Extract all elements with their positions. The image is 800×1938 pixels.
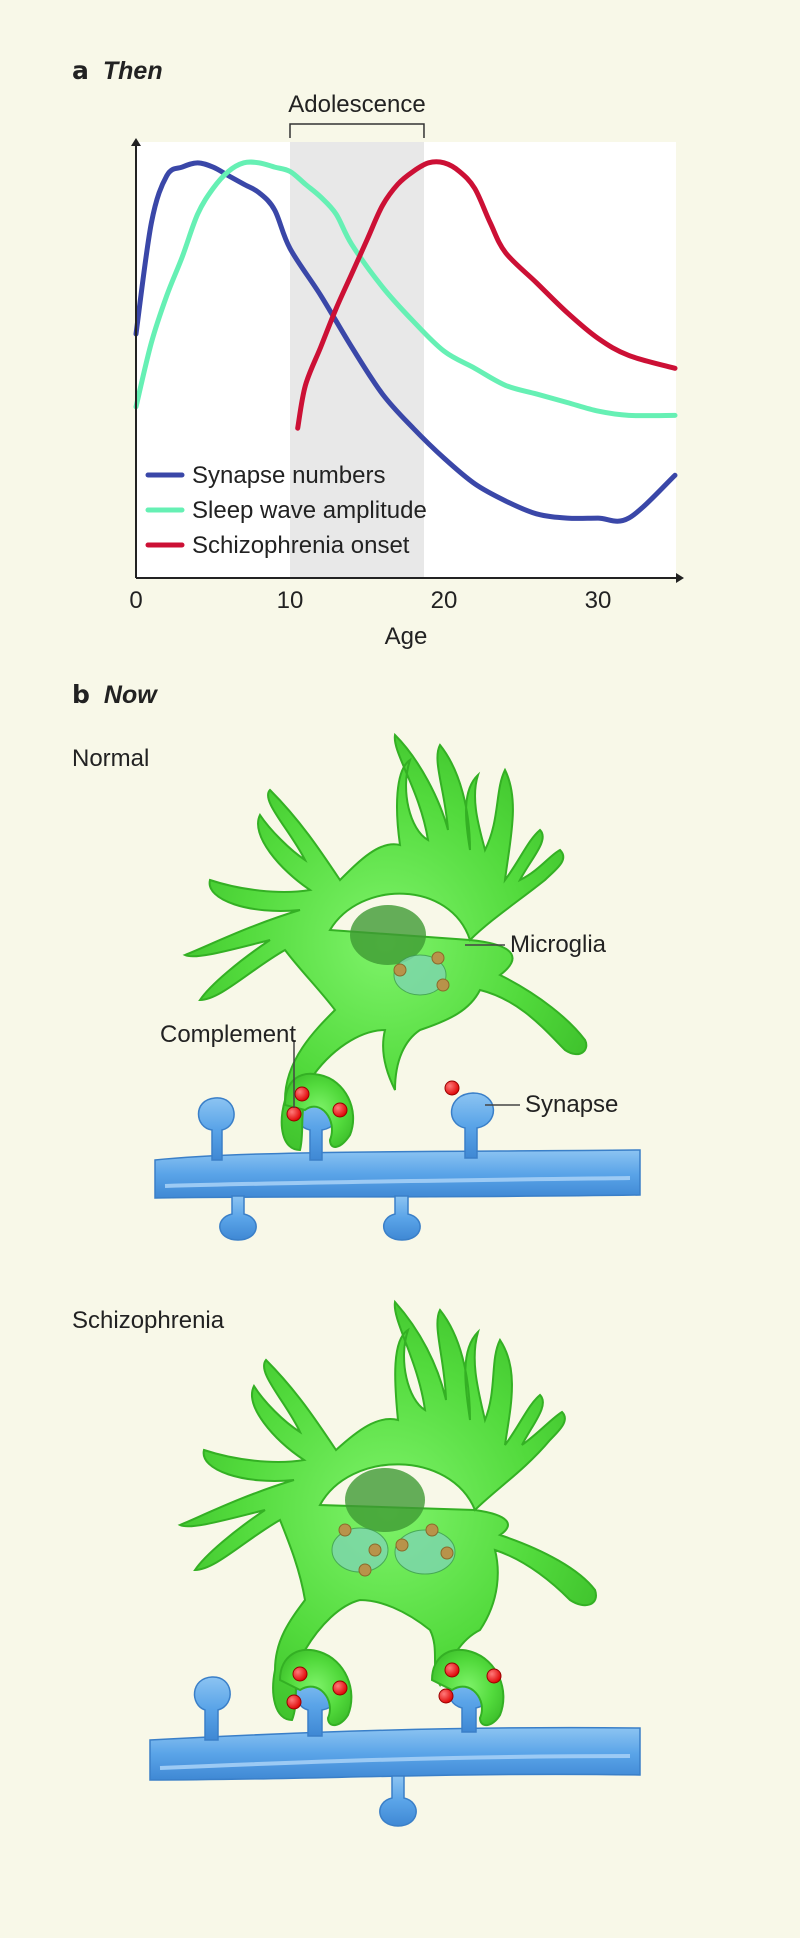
panel-letter: b — [72, 680, 90, 709]
synapse-annotation: Synapse — [525, 1091, 618, 1118]
series-line-1 — [133, 159, 678, 419]
legend-label: Schizophrenia onset — [192, 532, 410, 559]
engulfed-particles — [338, 1523, 454, 1577]
dendritic-spine — [383, 1195, 421, 1241]
engulfed-particles — [393, 951, 450, 992]
panel-title: Now — [103, 681, 157, 709]
panel-a-label: a Then — [72, 56, 163, 86]
dendritic-spine — [197, 1097, 235, 1161]
dendritic-spine — [450, 1092, 495, 1159]
annotations — [293, 944, 520, 1108]
x-tick-label: 30 — [585, 587, 612, 614]
schizophrenia-label: Schizophrenia — [72, 1307, 225, 1334]
series-line-0 — [133, 160, 678, 524]
dendritic-spine — [193, 1676, 231, 1741]
complement-annotation: Complement — [160, 1021, 296, 1048]
legend-label: Sleep wave amplitude — [192, 497, 427, 524]
legend-label: Synapse numbers — [192, 462, 385, 489]
phagosome — [393, 954, 447, 996]
normal-scene: Microglia Complement Synapse — [154, 732, 641, 1241]
x-tick-label: 20 — [431, 587, 458, 614]
x-axis-arrow — [676, 573, 684, 583]
normal-label: Normal — [72, 745, 150, 772]
adolescence-label: Adolescence — [288, 91, 425, 118]
microglia-annotation: Microglia — [510, 931, 607, 958]
phagosome — [394, 1529, 456, 1575]
dendrite — [154, 1092, 641, 1241]
panel-letter: a — [72, 56, 89, 85]
schizophrenia-scene — [149, 1299, 641, 1827]
x-axis-label: Age — [385, 623, 428, 650]
series-line-2 — [295, 159, 678, 431]
x-tick-label: 0 — [129, 587, 142, 614]
dendritic-spine — [219, 1195, 257, 1241]
dendrite — [149, 1671, 641, 1827]
x-tick-label: 10 — [277, 587, 304, 614]
y-axis-arrow — [131, 138, 141, 146]
microglia-nucleus — [350, 905, 426, 965]
dendritic-spine — [379, 1775, 417, 1827]
microglia-nucleus — [345, 1468, 425, 1532]
adolescence-bracket — [289, 123, 425, 138]
panel-b-label: b Now — [72, 680, 157, 710]
complement-proteins — [286, 1662, 502, 1710]
complement-proteins — [286, 1080, 460, 1122]
panel-title: Then — [102, 57, 163, 85]
